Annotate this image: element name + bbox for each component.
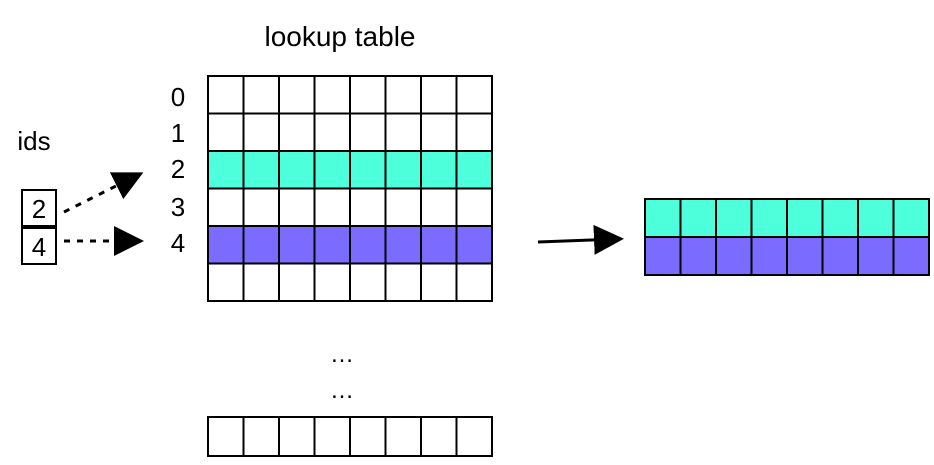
output-cell-r0-c4: [786, 198, 824, 238]
ellipsis-2: …: [330, 377, 354, 404]
table-cell-r4-c2: [278, 225, 316, 265]
row-label-2: 2: [171, 154, 185, 184]
table-cell-r1-c3: [313, 112, 351, 152]
table-cell-r3-c6: [420, 187, 458, 227]
row-label-1: 1: [171, 118, 185, 148]
table-last-cell-r0-c3: [313, 416, 351, 457]
table-cell-r4-c5: [384, 225, 422, 265]
table-cell-r4-c3: [313, 225, 351, 265]
output-cell-r1-c5: [821, 236, 859, 276]
table-cell-r5-c1: [242, 262, 280, 302]
output-cell-r0-c2: [715, 198, 753, 238]
table-cell-r3-c7: [455, 187, 493, 227]
output-arrow: [537, 224, 624, 255]
table-cell-r1-c1: [242, 112, 280, 152]
table-last-cell-r0-c4: [349, 416, 387, 457]
id-box-0: [21, 189, 57, 227]
table-cell-r3-c4: [349, 187, 387, 227]
ids-label: ids: [17, 126, 50, 156]
table-cell-r0-c7: [455, 75, 493, 115]
table-cell-r4-c6: [420, 225, 458, 265]
table-cell-r3-c2: [278, 187, 316, 227]
table-cell-r4-c4: [349, 225, 387, 265]
dashed-arrow-id-2: [63, 172, 144, 214]
table-cell-r1-c4: [349, 112, 387, 152]
output-cell-r0-c3: [750, 198, 788, 238]
id-value-1: 4: [32, 232, 46, 262]
output-cell-r1-c3: [750, 236, 788, 276]
table-cell-r2-c4: [349, 150, 387, 190]
table-cell-r3-c3: [313, 187, 351, 227]
row-label-0: 0: [171, 82, 185, 112]
lookup-table: [207, 75, 493, 302]
table-cell-r4-c0: [207, 225, 245, 265]
table-cell-r5-c3: [313, 262, 351, 302]
table-cell-r0-c0: [207, 75, 245, 115]
table-cell-r3-c1: [242, 187, 280, 227]
table-cell-r2-c7: [455, 150, 493, 190]
table-cell-r2-c2: [278, 150, 316, 190]
table-cell-r5-c2: [278, 262, 316, 302]
table-cell-r2-c0: [207, 150, 245, 190]
table-cell-r1-c5: [384, 112, 422, 152]
table-cell-r1-c0: [207, 112, 245, 152]
output-cell-r1-c6: [857, 236, 895, 276]
table-cell-r0-c6: [420, 75, 458, 115]
output-cell-r0-c6: [857, 198, 895, 238]
id-value-0: 2: [32, 194, 46, 224]
id-box-1: [21, 227, 57, 265]
table-cell-r2-c3: [313, 150, 351, 190]
table-cell-r1-c2: [278, 112, 316, 152]
table-cell-r2-c6: [420, 150, 458, 190]
output-cell-r1-c2: [715, 236, 753, 276]
table-cell-r1-c7: [455, 112, 493, 152]
table-cell-r0-c5: [384, 75, 422, 115]
output-cell-r0-c0: [644, 198, 682, 238]
table-cell-r0-c2: [278, 75, 316, 115]
table-last-cell-r0-c2: [278, 416, 316, 457]
output-embeddings: [644, 198, 930, 276]
table-cell-r2-c1: [242, 150, 280, 190]
table-last-cell-r0-c5: [384, 416, 422, 457]
output-cell-r0-c5: [821, 198, 859, 238]
table-cell-r0-c1: [242, 75, 280, 115]
table-cell-r4-c7: [455, 225, 493, 265]
table-cell-r1-c6: [420, 112, 458, 152]
table-cell-r5-c7: [455, 262, 493, 302]
table-cell-r5-c0: [207, 262, 245, 302]
table-cell-r5-c6: [420, 262, 458, 302]
table-cell-r0-c4: [349, 75, 387, 115]
row-label-3: 3: [171, 192, 185, 222]
table-cell-r2-c5: [384, 150, 422, 190]
output-cell-r1-c0: [644, 236, 682, 276]
table-cell-r5-c5: [384, 262, 422, 302]
table-last-cell-r0-c0: [207, 416, 245, 457]
output-cell-r0-c1: [679, 198, 717, 238]
table-cell-r0-c3: [313, 75, 351, 115]
output-cell-r1-c4: [786, 236, 824, 276]
diagram-title: lookup table: [264, 21, 415, 52]
table-last-cell-r0-c7: [455, 416, 493, 457]
table-last-cell-r0-c1: [242, 416, 280, 457]
row-label-4: 4: [171, 228, 185, 258]
output-cell-r1-c7: [892, 236, 930, 276]
output-cell-r1-c1: [679, 236, 717, 276]
output-cell-r0-c7: [892, 198, 930, 238]
ellipsis-1: …: [330, 341, 354, 368]
table-cell-r3-c5: [384, 187, 422, 227]
table-cell-r5-c4: [349, 262, 387, 302]
table-cell-r3-c0: [207, 187, 245, 227]
lookup-table-last-row: [207, 416, 493, 457]
table-last-cell-r0-c6: [420, 416, 458, 457]
table-cell-r4-c1: [242, 225, 280, 265]
